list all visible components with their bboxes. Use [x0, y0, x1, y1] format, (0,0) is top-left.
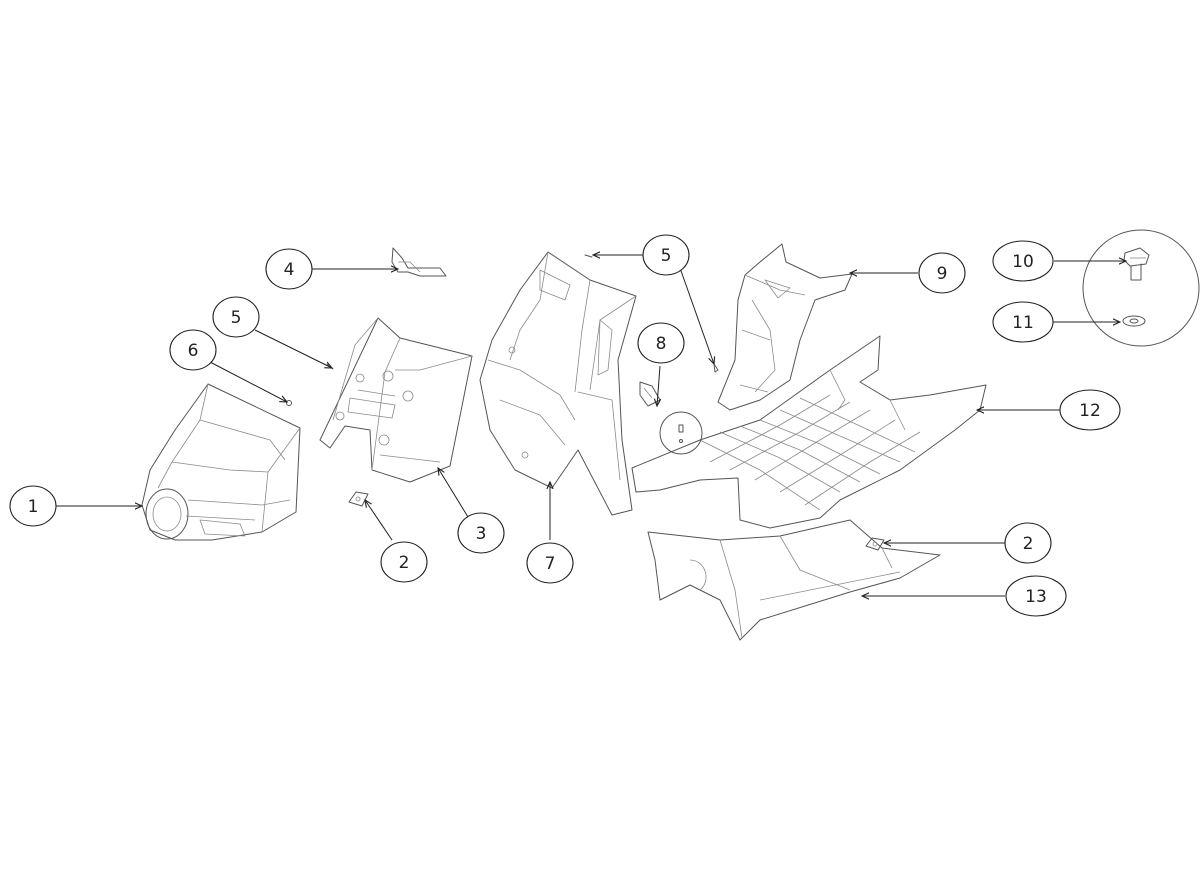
- leader-5-right: [679, 267, 714, 364]
- svg-text:10: 10: [1012, 252, 1034, 272]
- callout-2-right: 2: [1004, 522, 1052, 564]
- svg-text:11: 11: [1012, 313, 1034, 333]
- callout-11: 11: [992, 301, 1054, 343]
- part-floor-panel: [631, 335, 987, 529]
- leader-3: [438, 468, 469, 518]
- callout-12: 12: [1059, 389, 1121, 431]
- svg-text:13: 13: [1025, 587, 1047, 607]
- svg-text:6: 6: [188, 341, 199, 361]
- callout-4: 4: [265, 248, 313, 290]
- callout-3: 3: [457, 512, 505, 554]
- svg-text:12: 12: [1079, 401, 1101, 421]
- leader-2-left: [365, 500, 393, 541]
- callout-13: 13: [1005, 575, 1067, 617]
- part-bracket-4: [391, 247, 447, 277]
- svg-text:5: 5: [231, 308, 242, 328]
- part-clip-2-right: [865, 537, 885, 551]
- callout-7: 7: [526, 542, 574, 584]
- bolt-icon: [1123, 247, 1150, 281]
- callout-9: 9: [918, 252, 966, 294]
- svg-text:5: 5: [661, 246, 672, 266]
- part-inner-leg-shield: [319, 317, 473, 483]
- leader-6: [209, 361, 287, 402]
- leader-8: [657, 365, 660, 406]
- fastener-detail-circle: [1082, 229, 1200, 347]
- leader-5-left: [254, 329, 332, 368]
- screw-detail-circle: [659, 411, 703, 455]
- part-front-fairing: [141, 383, 301, 541]
- callout-10: 10: [992, 240, 1054, 282]
- part-leg-shield: [479, 251, 637, 516]
- callout-6: 6: [169, 329, 217, 371]
- part-screw-6: [286, 400, 292, 406]
- part-rear-inner-panel: [717, 243, 853, 411]
- callout-2-left: 2: [380, 541, 428, 583]
- part-clip-2-left: [348, 491, 369, 507]
- callout-8: 8: [637, 322, 685, 364]
- svg-text:2: 2: [1023, 534, 1034, 554]
- washer-icon: [1122, 315, 1146, 327]
- svg-text:9: 9: [937, 264, 948, 284]
- svg-text:7: 7: [545, 554, 556, 574]
- svg-text:4: 4: [284, 260, 295, 280]
- callout-5-left: 5: [212, 296, 260, 338]
- svg-text:3: 3: [476, 524, 487, 544]
- leader-lines: [56, 255, 1126, 596]
- part-under-cover: [647, 519, 941, 641]
- callout-1: 1: [9, 485, 57, 527]
- svg-text:2: 2: [399, 553, 410, 573]
- svg-text:1: 1: [28, 497, 39, 517]
- part-pin-5-right: [713, 363, 719, 373]
- part-pin-5-top: [584, 254, 593, 258]
- svg-text:8: 8: [656, 334, 667, 354]
- callout-5-right: 5: [642, 234, 690, 276]
